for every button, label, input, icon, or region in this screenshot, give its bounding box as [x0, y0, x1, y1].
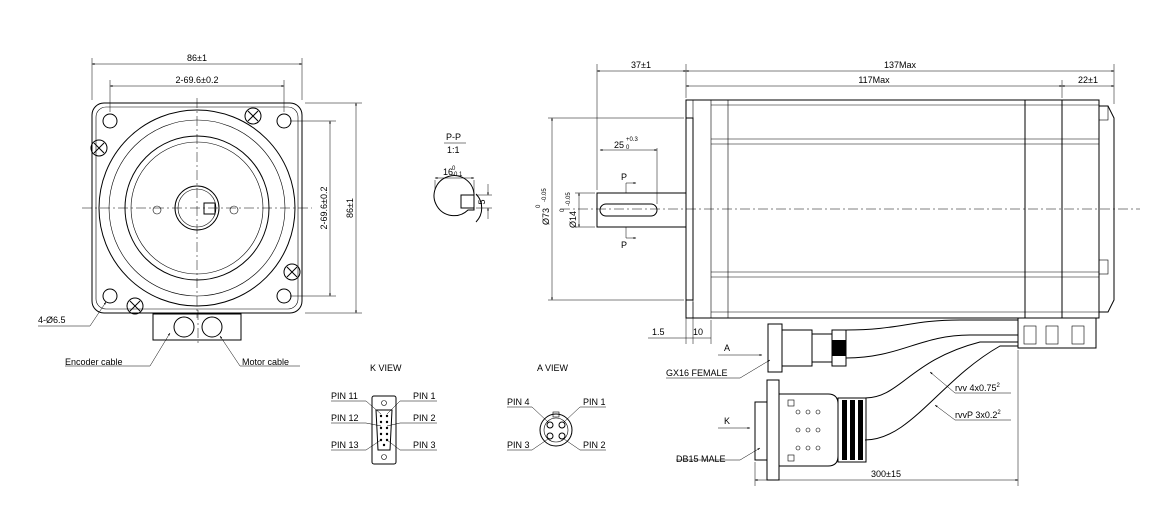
mount-holes-label: 4-Ø6.5 [38, 315, 66, 325]
mount-hole-br [276, 288, 292, 304]
screw-icon [283, 263, 301, 281]
svg-text:0: 0 [452, 166, 456, 172]
k-pin1: PIN 1 [413, 391, 436, 401]
svg-text:+0.3: +0.3 [626, 137, 639, 143]
front-view: 86±1 2-69.6±0.2 2-69.6±0.2 86±1 4-Ø6.5 E… [38, 53, 362, 367]
connector-bracket [1017, 317, 1097, 349]
width-dim: 86±1 [187, 53, 207, 63]
db15-label: DB15 MALE [676, 454, 726, 464]
mount-hole-bl [102, 288, 118, 304]
k-pin13: PIN 13 [331, 440, 359, 450]
cable-len-dim: 300±15 [871, 469, 901, 479]
key-width: 5 [477, 199, 487, 204]
screw-icon [126, 297, 144, 315]
shaft-key [203, 202, 216, 215]
screw-icon [244, 107, 262, 125]
side-view: 37±1 137Max 117Max 22±1 25 +0.3 0 P P Ø7… [536, 60, 1140, 486]
k-view-title: K VIEW [370, 363, 402, 373]
mount-hole-tl [102, 113, 118, 129]
svg-text:0: 0 [560, 208, 566, 212]
k-pin2: PIN 2 [413, 413, 436, 423]
a-view-title: A VIEW [537, 363, 569, 373]
shaft-section [433, 175, 475, 217]
k-pin12: PIN 12 [331, 413, 359, 423]
db15-connector-icon [754, 401, 768, 461]
section-view: P-P 1:1 16 0 -0.1 5 [433, 132, 492, 223]
flange-thk-dim: 1.5 [652, 327, 665, 337]
shaft-keyway [599, 203, 658, 217]
svg-text:-0.05: -0.05 [566, 192, 572, 206]
rear-len-dim: 22±1 [1078, 75, 1098, 85]
pilot-dia-dim: Ø73 [541, 208, 551, 225]
svg-text:0: 0 [536, 204, 542, 208]
motor-cable [845, 319, 1018, 331]
encoder-cable-label: Encoder cable [65, 357, 123, 367]
gx16-label: GX16 FEMALE [666, 368, 728, 378]
body-len-dim: 117Max [858, 75, 890, 85]
cable1-label: rvv 4x0.752 [955, 383, 1001, 393]
motor-gland-icon [201, 316, 223, 338]
shaft-ext-dim: 37±1 [631, 60, 651, 70]
a-pin4: PIN 4 [507, 397, 530, 407]
flange-len-dim: 10 [693, 327, 703, 337]
cable-block [152, 313, 242, 341]
gx16-connector-icon [767, 323, 783, 373]
motor-cable-label: Motor cable [242, 357, 289, 367]
svg-text:-0.1: -0.1 [452, 172, 463, 178]
k-pin11: PIN 11 [331, 391, 358, 401]
a-view: A VIEW PIN 4 PIN 3 PIN 1 PIN 2 [507, 363, 606, 451]
total-len-dim: 137Max [884, 60, 917, 70]
k-pin3: PIN 3 [413, 440, 436, 450]
hole-spacing-h: 2-69.6±0.2 [176, 75, 219, 85]
encoder-cable [864, 341, 1018, 399]
gx16-face-icon [539, 413, 573, 447]
marker-k: K [724, 416, 730, 426]
section-scale: 1:1 [447, 145, 460, 155]
hole-spacing-v: 2-69.6±0.2 [319, 187, 329, 230]
db15-face-icon [371, 395, 397, 465]
k-view: K VIEW PIN 11 PIN 12 PIN 13 PIN 1 PIN 2 … [331, 363, 437, 465]
shaft-dia-dim: Ø14 [568, 211, 578, 228]
height-dim: 86±1 [345, 198, 355, 218]
svg-text:0: 0 [626, 145, 630, 151]
section-mark-top: P [621, 172, 627, 182]
key-len-dim: 25 [614, 140, 624, 150]
cable2-label: rvvP 3x0.22 [955, 410, 1001, 420]
a-pin1: PIN 1 [583, 397, 606, 407]
a-pin2: PIN 2 [583, 440, 606, 450]
svg-text:-0.05: -0.05 [542, 188, 548, 202]
section-mark-bottom: P [621, 240, 627, 250]
key-depth: 16 [443, 167, 453, 177]
marker-a: A [724, 343, 730, 353]
mount-hole-tr [276, 113, 292, 129]
section-title: P-P [446, 132, 461, 142]
a-pin3: PIN 3 [507, 440, 530, 450]
shaft [596, 192, 687, 228]
motor-body [685, 99, 1100, 319]
encoder-gland-icon [173, 316, 195, 338]
screw-icon [90, 139, 108, 157]
